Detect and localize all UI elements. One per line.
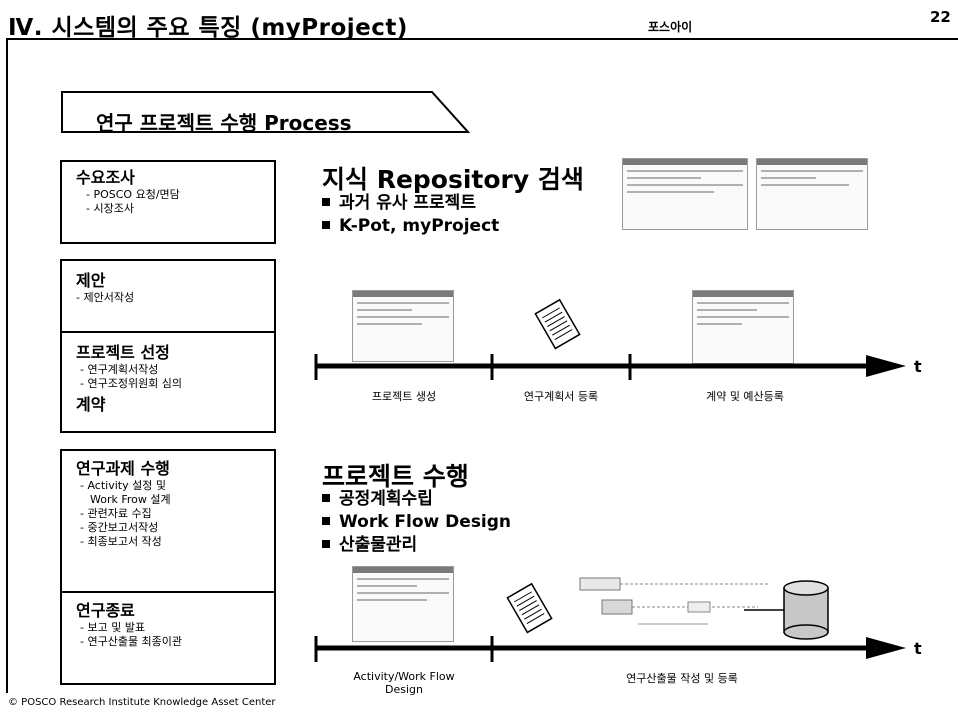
thumb-line xyxy=(357,302,449,304)
thumb-line xyxy=(627,177,702,179)
stage-title: 연구과제 수행 xyxy=(76,459,170,478)
stage-title: 수요조사 xyxy=(76,168,135,187)
stage-title: 제안 xyxy=(76,271,106,290)
thumb-line xyxy=(357,585,417,587)
stage-detail: - 보고 및 발표 xyxy=(80,621,146,634)
timeline-1-label: 계약 및 예산등록 xyxy=(706,390,784,403)
bullet-square-icon xyxy=(322,221,330,229)
stage-detail: - 시장조사 xyxy=(86,202,134,215)
thumb-line xyxy=(357,323,422,325)
stage-detail: - 관련자료 수집 xyxy=(80,507,152,520)
thumb-line xyxy=(697,302,789,304)
stage-detail: - POSCO 요청/면담 xyxy=(86,188,180,201)
section-execution-title: 프로젝트 수행 xyxy=(322,462,469,491)
thumb-line xyxy=(761,170,863,172)
project-create-screenshot xyxy=(352,290,454,362)
bullet-item: Work Flow Design xyxy=(322,511,511,534)
stage-detail: - 연구계획서작성 xyxy=(80,363,159,376)
thumb-line xyxy=(761,177,816,179)
activity-workflow-screenshot xyxy=(352,566,454,642)
database-icon xyxy=(744,580,829,640)
thumb-header-bar xyxy=(353,567,453,573)
timeline-2-label: Activity/Work Flow Design xyxy=(353,670,455,696)
timeline-1-label: 연구계획서 등록 xyxy=(523,390,599,403)
thumb-line xyxy=(697,323,742,325)
thumb-header-bar xyxy=(353,291,453,297)
frame-left-border xyxy=(6,38,8,693)
organization-label: 포스아이 xyxy=(648,20,693,34)
timeline-1-arrow xyxy=(314,354,906,380)
stage-detail: - 연구조정위원회 심의 xyxy=(80,377,183,390)
stage-detail: - 제안서작성 xyxy=(76,291,135,304)
workflow-diagram-image xyxy=(579,577,768,625)
thumb-line xyxy=(697,316,789,318)
stage-title: 연구종료 xyxy=(76,601,135,620)
bullet-item: 산출물관리 xyxy=(322,534,417,557)
timeline-2-arrow xyxy=(314,636,906,662)
process-title-tab xyxy=(61,91,470,133)
thumb-line xyxy=(357,592,449,594)
thumb-line xyxy=(627,191,714,193)
stage-execution-group: 연구과제 수행 - Activity 설정 및 Work Frow 설계 - 관… xyxy=(60,449,276,685)
contract-budget-screenshot xyxy=(692,290,794,364)
page-number: 22 xyxy=(930,8,951,26)
stage-detail: - 최종보고서 작성 xyxy=(80,535,162,548)
thumb-line xyxy=(357,599,427,601)
timeline-1-t-label: t xyxy=(914,357,922,376)
stage-contract-label: 계약 xyxy=(76,395,106,414)
thumb-line xyxy=(627,170,743,172)
bullet-item: 공정계획수립 xyxy=(322,488,433,511)
bullet-square-icon xyxy=(322,494,330,502)
thumb-line xyxy=(761,184,849,186)
thumb-line xyxy=(357,578,449,580)
bullet-square-icon xyxy=(322,198,330,206)
frame-top-border xyxy=(6,38,958,40)
thumb-header-bar xyxy=(623,159,747,165)
stage-research-execution: 연구과제 수행 - Activity 설정 및 Work Frow 설계 - 관… xyxy=(62,451,274,593)
document-icon xyxy=(534,298,581,350)
slide-title: Ⅳ. 시스템의 주요 특징 (myProject) xyxy=(8,15,408,41)
thumb-line xyxy=(627,184,743,186)
process-title: 연구 프로젝트 수행 Process xyxy=(96,111,352,135)
stage-proposal-selection-group: 제안 - 제안서작성 프로젝트 선정 - 연구계획서작성 - 연구조정위원회 심… xyxy=(60,259,276,433)
timeline-2-t-label: t xyxy=(914,639,922,658)
stage-detail: - 연구산출물 최종이관 xyxy=(80,635,183,648)
copyright-footer: © POSCO Research Institute Knowledge Ass… xyxy=(8,697,276,708)
thumb-line xyxy=(357,316,449,318)
bullet-item: K-Pot, myProject xyxy=(322,215,499,238)
stage-detail: - 중간보고서작성 xyxy=(80,521,159,534)
thumb-header-bar xyxy=(757,159,867,165)
stage-detail: Work Frow 설계 xyxy=(90,493,171,506)
timeline-1-label: 프로젝트 생성 xyxy=(371,390,437,403)
stage-detail: - Activity 설정 및 xyxy=(80,479,166,492)
section-repository-title: 지식 Repository 검색 xyxy=(322,165,584,194)
document-icon xyxy=(506,582,553,634)
repository-screenshot-thumbnail xyxy=(622,158,748,230)
bullet-item: 과거 유사 프로젝트 xyxy=(322,192,476,215)
timeline-2-label: 연구산출물 작성 및 등록 xyxy=(626,672,738,685)
thumb-line xyxy=(357,309,412,311)
stage-demand-survey: 수요조사 - POSCO 요청/면담 - 시장조사 xyxy=(60,160,276,244)
repository-screenshot-thumbnail xyxy=(756,158,868,230)
stage-proposal: 제안 - 제안서작성 xyxy=(62,261,274,333)
stage-research-completion: 연구종료 - 보고 및 발표 - 연구산출물 최종이관 xyxy=(62,593,274,649)
stage-project-selection: 프로젝트 선정 - 연구계획서작성 - 연구조정위원회 심의 계약 xyxy=(62,333,274,415)
thumb-line xyxy=(697,309,757,311)
bullet-square-icon xyxy=(322,517,330,525)
thumb-header-bar xyxy=(693,291,793,297)
bullet-square-icon xyxy=(322,540,330,548)
stage-title: 프로젝트 선정 xyxy=(76,343,170,362)
